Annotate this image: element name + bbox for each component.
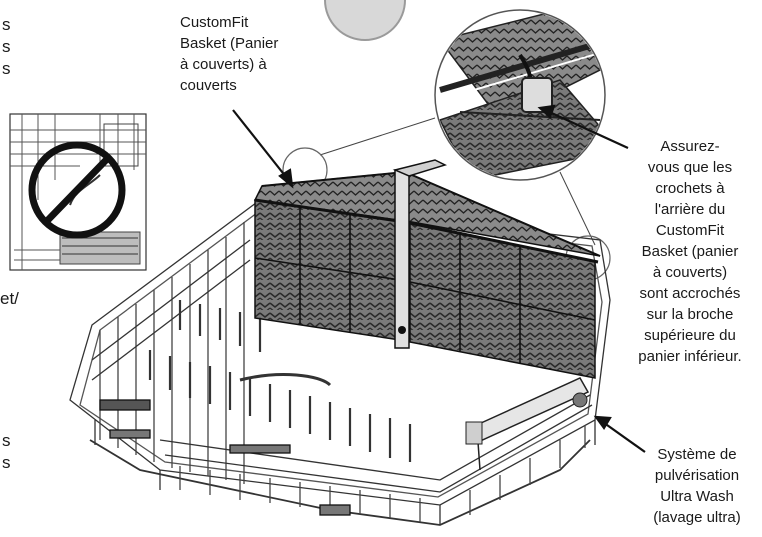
left-fragment-line: s [2, 15, 11, 34]
arrow-icon [232, 104, 646, 453]
inset-prohibited [9, 113, 147, 271]
left-fragment-line: s [2, 453, 11, 472]
label-line: CustomFit [180, 14, 249, 31]
label-line: sont accrochés [639, 285, 741, 302]
top-partial-circle [324, 0, 406, 41]
left-fragment-line: s [2, 431, 11, 450]
ultra-wash-bar [465, 377, 590, 471]
prohibited-circle [28, 141, 126, 239]
label-line: Basket (Panier [180, 35, 279, 52]
label-line: l'arrière du [654, 201, 726, 218]
label-systeme-ultra-wash: Système de pulvérisation Ultra Wash (lav… [632, 444, 762, 528]
label-line: CustomFit [655, 222, 725, 239]
label-line: couverts [180, 77, 237, 94]
label-line: pulvérisation [654, 467, 740, 484]
prohibited-slash [43, 155, 111, 225]
left-fragment-middle: et/ [0, 288, 19, 310]
left-fragment-bottom: s s [2, 430, 11, 474]
lower-rack [69, 199, 611, 526]
label-line: vous que les [647, 159, 733, 176]
label-line: panier inférieur. [638, 348, 742, 365]
label-line: Assurez- [660, 138, 720, 155]
label-customfit-basket: CustomFit Basket (Panier à couverts) à c… [180, 12, 278, 96]
label-line: sur la broche [646, 306, 734, 323]
label-line: Ultra Wash [660, 488, 734, 505]
label-line: à couverts) [652, 264, 728, 281]
label-line: supérieure du [644, 327, 736, 344]
left-fragment-line: s [2, 37, 11, 56]
magnifier-detail [319, 9, 606, 246]
label-line: Basket (panier [641, 243, 739, 260]
label-assurez-vous: Assurez- vous que les crochets à l'arriè… [618, 136, 762, 367]
label-line: (lavage ultra) [653, 509, 741, 526]
label-line: crochets à [655, 180, 725, 197]
left-fragment-line: s [2, 59, 11, 78]
customfit-basket [253, 159, 601, 379]
left-fragment-top: s s s [2, 14, 11, 80]
left-fragment-line: et/ [0, 289, 19, 308]
label-line: Système de [657, 446, 737, 463]
label-line: à couverts) à [180, 56, 267, 73]
